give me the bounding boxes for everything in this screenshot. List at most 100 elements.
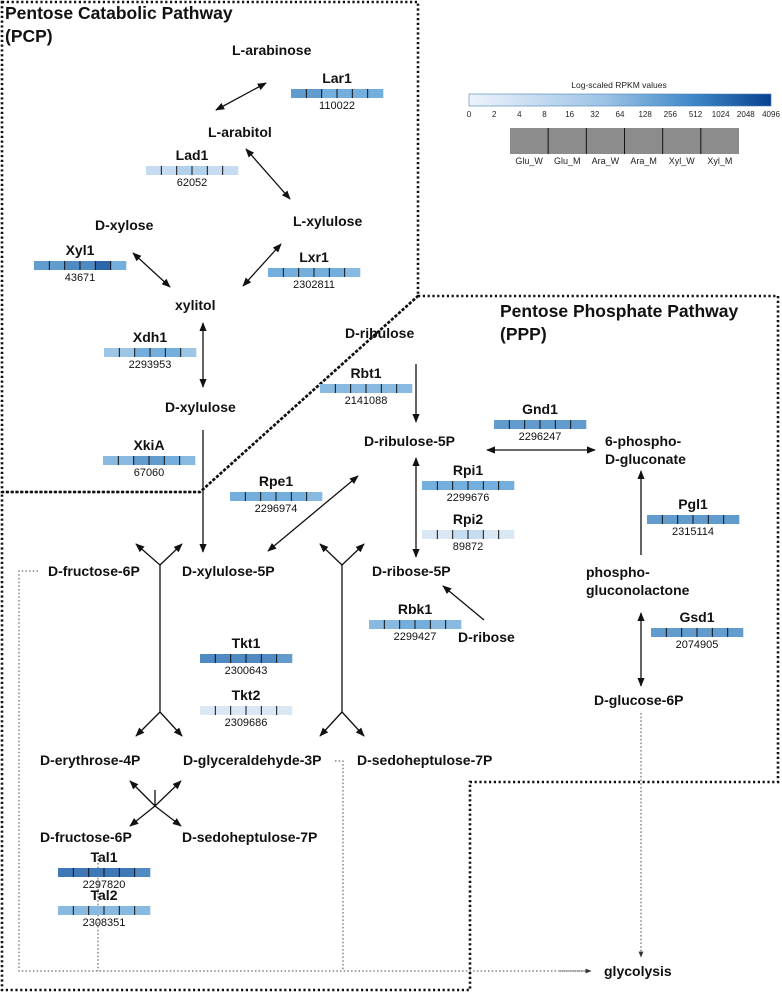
rbt1-cell <box>335 384 351 393</box>
ppp-title-line1: Pentose Phosphate Pathway <box>500 301 739 321</box>
metabolite-d-xylose: D-xylose <box>95 217 154 233</box>
lxr1-gene-id: 2302811 <box>293 279 335 291</box>
legend-sample-label: Ara_M <box>630 156 657 166</box>
tkt-upper-right-a <box>319 543 343 566</box>
lar1-cell <box>306 89 322 98</box>
rbt1-cell <box>350 384 367 393</box>
metabolite-d-sedoheptulose-7p-right: D-sedoheptulose-7P <box>357 752 492 768</box>
tal1-gene-id: 2297820 <box>83 879 126 891</box>
arrow-d-ribose-ribose-5p <box>442 585 485 621</box>
gsd1-gene-id: 2074905 <box>676 639 719 651</box>
arrow-arabinose-arabitol <box>215 82 267 111</box>
gsd1-name: Gsd1 <box>679 609 714 625</box>
legend-sample-label: Xyl_M <box>707 156 732 166</box>
metabolite-d-erythrose-4p: D-erythrose-4P <box>40 752 140 768</box>
rpi2-cell <box>437 530 453 539</box>
rpi2-cell <box>498 530 515 539</box>
legend-sample-dividers <box>547 128 702 154</box>
rbk1-cell <box>384 620 400 629</box>
rpi2-cell <box>422 530 438 539</box>
tkt-upper-left-fork <box>159 543 183 566</box>
xyl1-cell <box>110 261 127 270</box>
metabolite-l-arabinose: L-arabinose <box>232 42 312 58</box>
rpi2-cell <box>468 530 484 539</box>
pgl1-cell <box>662 515 678 524</box>
xdh1-cell <box>165 348 181 357</box>
legend-title: Log-scaled RPKM values <box>571 80 666 90</box>
pgl1-cell <box>677 515 694 524</box>
xdh1-cell <box>180 348 197 357</box>
xkia-cell <box>179 456 196 465</box>
rbk1-gene-id: 2299427 <box>394 631 437 643</box>
tal2-gene-id: 2308351 <box>83 917 126 929</box>
legend-tick-label: 4096 <box>762 110 780 119</box>
metabolite-glycolysis: glycolysis <box>604 963 672 979</box>
tal2-name: Tal2 <box>91 887 118 903</box>
rpi1-cell <box>483 481 499 490</box>
tal1-cell <box>73 868 89 877</box>
xkia-gene-id: 67060 <box>134 467 165 479</box>
rbt1-gene-id: 2141088 <box>345 395 388 407</box>
legend-tick-label: 512 <box>689 110 703 119</box>
tal2-cell <box>119 906 135 915</box>
gnd1-cell <box>540 420 556 429</box>
enzyme-tkt1: Tkt1 2300643 <box>200 635 293 677</box>
xdh1-cell <box>104 348 120 357</box>
gsd1-cell <box>712 628 728 637</box>
tal1-cell <box>88 868 105 877</box>
pcp-title-line1: Pentose Catabolic Pathway <box>5 3 233 23</box>
rbk1-cell <box>369 620 385 629</box>
tkt-lower-right-b <box>341 711 365 737</box>
enzyme-tal2: Tal2 2308351 <box>58 887 151 929</box>
rpi2-cell <box>483 530 499 539</box>
rbk1-cell <box>445 620 462 629</box>
tal1-cell <box>104 868 120 877</box>
tkt1-name: Tkt1 <box>232 635 261 651</box>
tal-upper-b <box>154 780 182 807</box>
rpi2-cell <box>452 530 469 539</box>
tal1-cell <box>119 868 135 877</box>
rbt1-cell <box>366 384 382 393</box>
rpi1-cell <box>437 481 453 490</box>
pgl1-name: Pgl1 <box>678 496 708 512</box>
rpe1-cell <box>291 492 307 501</box>
tkt-upper-right-b <box>341 543 365 566</box>
rbt1-cell <box>381 384 397 393</box>
lad1-cell <box>207 166 223 175</box>
rbk1-cell <box>415 620 431 629</box>
xyl1-cell <box>95 261 111 270</box>
lad1-cell <box>176 166 193 175</box>
lad1-cell <box>161 166 177 175</box>
xdh1-name: Xdh1 <box>133 329 167 345</box>
lxr1-cell <box>314 268 330 277</box>
tkt1-cell <box>246 654 262 663</box>
legend-sample-label: Glu_W <box>515 156 543 166</box>
legend-tick-label: 16 <box>565 110 574 119</box>
tkt2-cell <box>215 706 231 715</box>
metabolite-d-ribulose-5p: D-ribulose-5P <box>364 433 455 449</box>
legend-tick-label: 8 <box>542 110 547 119</box>
legend-tick-label: 1024 <box>712 110 730 119</box>
tal-upper-a <box>129 780 156 807</box>
legend-sample-label: Ara_W <box>592 156 620 166</box>
legend-tick-label: 64 <box>616 110 625 119</box>
metabolite-d-ribose: D-ribose <box>458 629 515 645</box>
arrow-l-xylulose-xylitol <box>242 243 282 287</box>
legend-tick-label: 256 <box>664 110 678 119</box>
legend-sample-label: Glu_M <box>554 156 581 166</box>
rpe1-cell <box>306 492 323 501</box>
tkt1-gene-id: 2300643 <box>225 665 268 677</box>
legend-tick-label: 0 <box>467 110 472 119</box>
pcp-region-border <box>0 0 420 494</box>
rbk1-cell <box>430 620 446 629</box>
tal-lower-a <box>129 805 156 827</box>
legend-color-scale <box>468 93 772 107</box>
